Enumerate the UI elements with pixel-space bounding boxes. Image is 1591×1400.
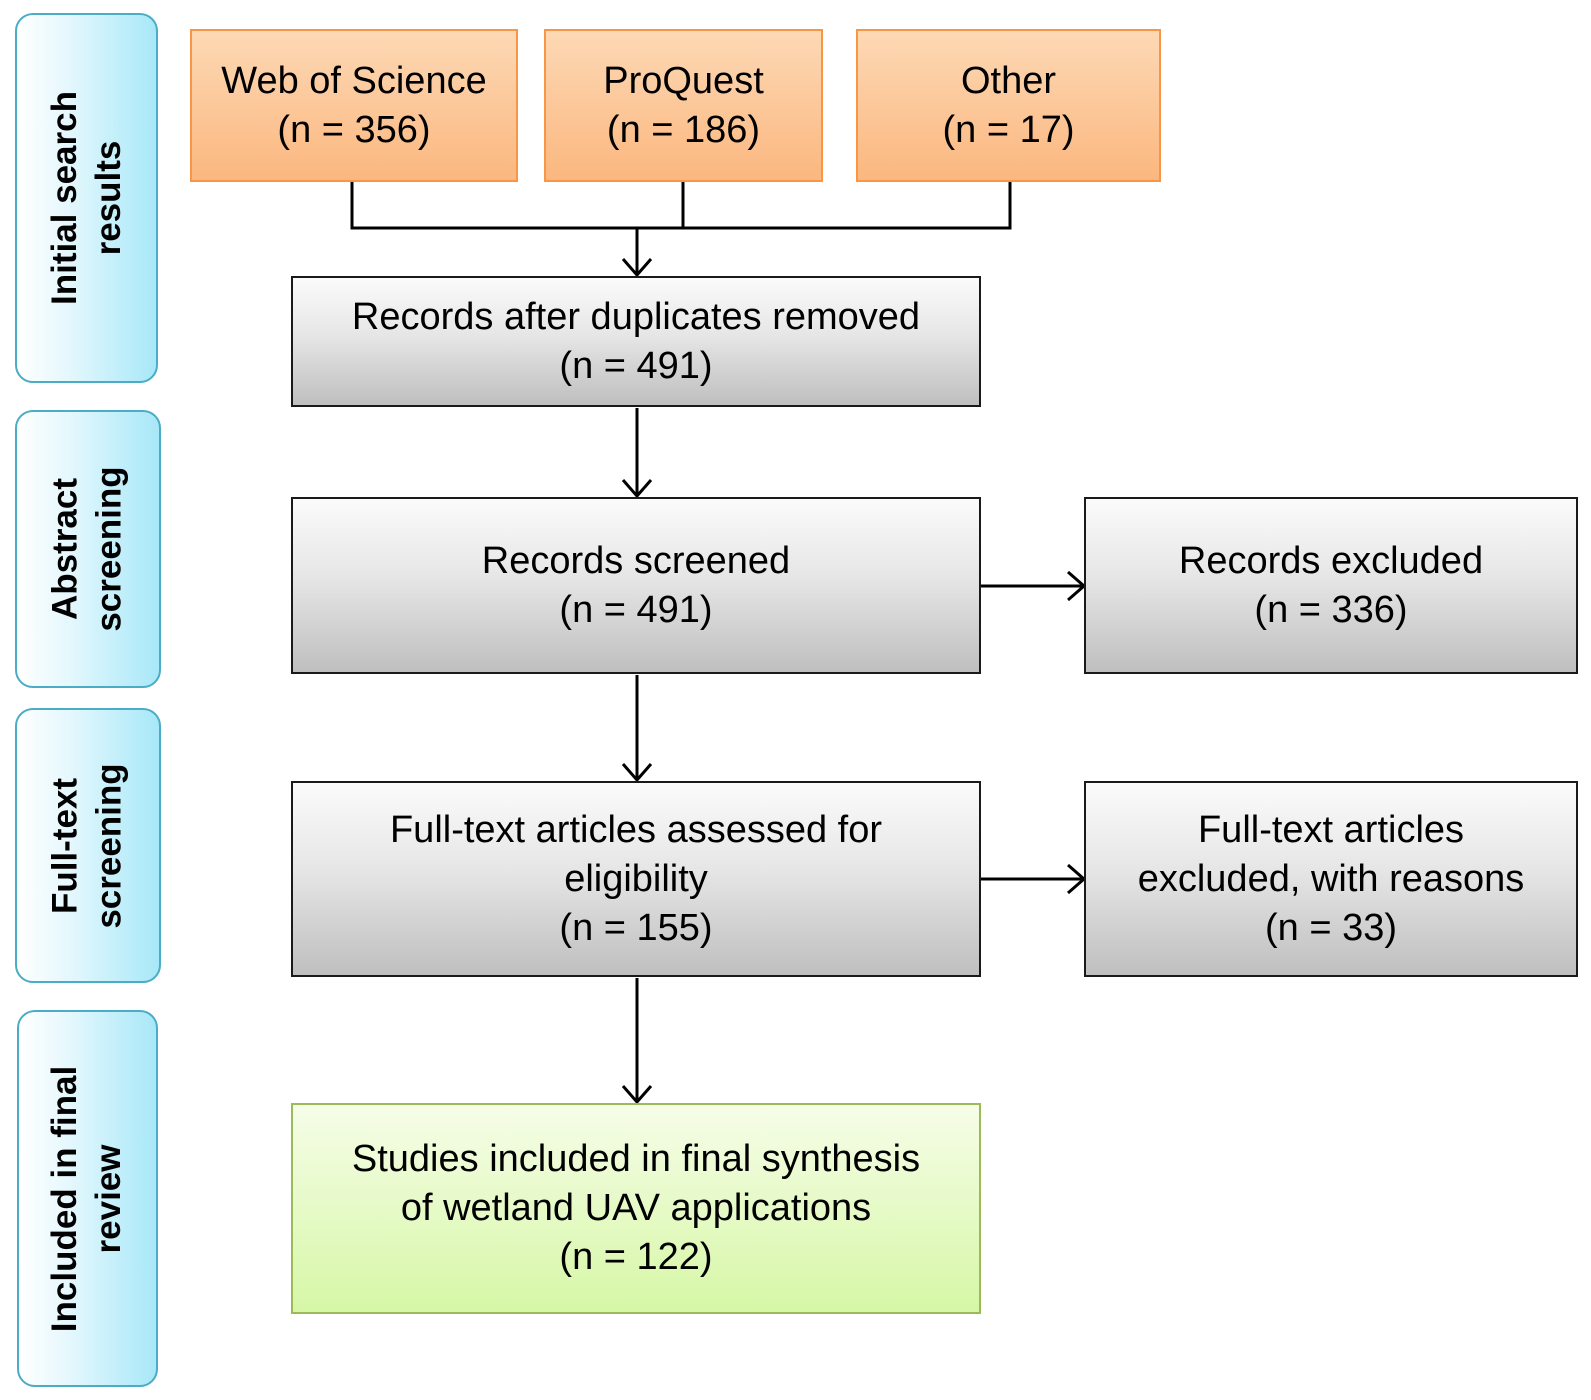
stage-included-final: Included in final review bbox=[17, 1010, 158, 1387]
merge-connector bbox=[350, 180, 1012, 230]
source-proquest: ProQuest (n = 186) bbox=[544, 29, 823, 182]
box-line: (n = 122) bbox=[559, 1236, 713, 1278]
box-line: (n = 491) bbox=[559, 588, 713, 631]
box-line: (n = 186) bbox=[606, 108, 761, 151]
arrowhead bbox=[621, 1085, 653, 1105]
box-line: Full-text articles assessed for bbox=[389, 808, 883, 851]
source-other: Other (n = 17) bbox=[856, 29, 1161, 182]
stage-fulltext-screening: Full-text screening bbox=[15, 708, 161, 983]
stage-abstract-screening: Abstract screening bbox=[15, 410, 161, 688]
box-line: (n = 336) bbox=[1254, 588, 1408, 631]
arrowhead bbox=[621, 479, 653, 499]
box-line: Web of Science bbox=[221, 59, 487, 102]
box-line: Records excluded bbox=[1178, 539, 1484, 582]
fulltext-assessed-box: Full-text articles assessed for eligibil… bbox=[291, 781, 981, 977]
records-screened-box: Records screened (n = 491) bbox=[291, 497, 981, 674]
source-web-of-science: Web of Science (n = 356) bbox=[190, 29, 518, 182]
records-after-duplicates-box: Records after duplicates removed (n = 49… bbox=[291, 276, 981, 407]
box-line: (n = 17) bbox=[942, 108, 1075, 151]
box-line: (n = 491) bbox=[559, 344, 713, 387]
box-line: ProQuest bbox=[603, 59, 764, 102]
box-line: Studies included in final synthesis bbox=[351, 1138, 921, 1180]
box-line: eligibility bbox=[564, 857, 708, 900]
stage-initial-search: Initial search results bbox=[15, 13, 158, 383]
studies-included-box: Studies included in final synthesis of w… bbox=[291, 1103, 981, 1314]
records-excluded-box: Records excluded (n = 336) bbox=[1084, 497, 1578, 674]
arrowhead bbox=[621, 763, 653, 783]
arrowhead bbox=[621, 258, 653, 278]
box-line: excluded, with reasons bbox=[1137, 857, 1525, 900]
box-line: Records after duplicates removed bbox=[351, 295, 921, 338]
box-line: Full-text articles bbox=[1197, 808, 1465, 851]
box-line: (n = 33) bbox=[1264, 906, 1398, 949]
fulltext-excluded-box: Full-text articles excluded, with reason… bbox=[1084, 781, 1578, 977]
box-line: (n = 356) bbox=[277, 108, 431, 151]
box-line: Records screened bbox=[481, 539, 791, 582]
box-line: of wetland UAV applications bbox=[400, 1187, 872, 1229]
box-line: (n = 155) bbox=[559, 906, 713, 949]
box-line: Other bbox=[960, 59, 1057, 102]
